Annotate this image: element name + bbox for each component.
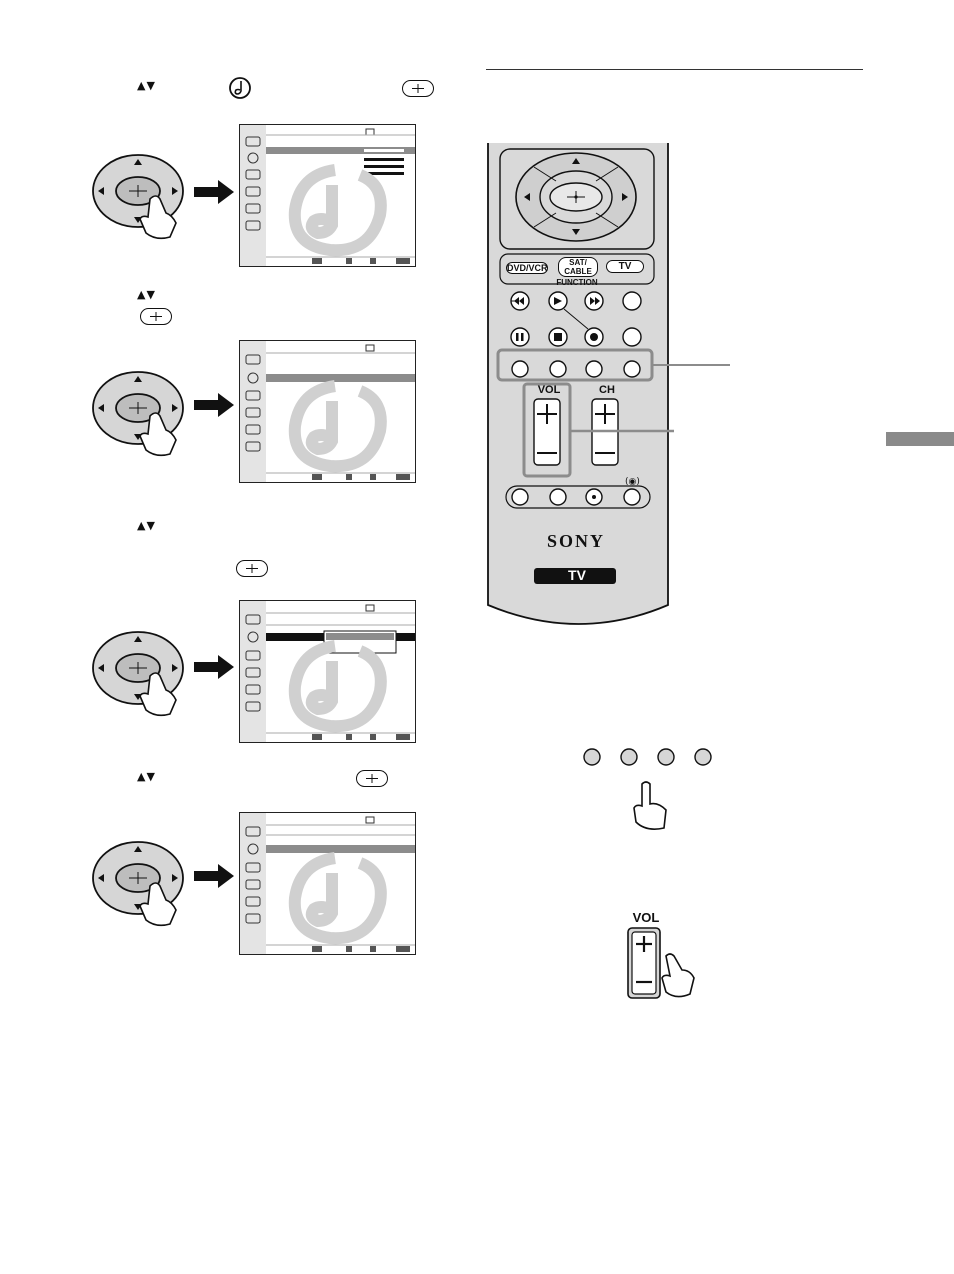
chapter-tab	[886, 432, 954, 446]
ch-label: CH	[599, 384, 615, 396]
vol-label: VOL	[537, 384, 561, 396]
joystick-press-illustration	[92, 154, 184, 240]
enter-button-icon	[236, 560, 268, 577]
vol-detail-label: VOL	[632, 910, 660, 925]
tv-in-icon: (◉)	[625, 477, 640, 487]
step3-arrow-keys: ▲▼	[137, 519, 156, 532]
right-arrow	[194, 864, 234, 888]
tv-badge: TV	[568, 567, 586, 583]
audio-menu-screen	[239, 812, 416, 955]
enter-button-icon	[140, 308, 172, 325]
remote-control	[487, 143, 674, 625]
callout-line	[652, 364, 730, 366]
enter-button-icon	[402, 80, 434, 97]
right-arrow	[194, 180, 234, 204]
section-rule	[486, 69, 863, 70]
sony-logo: SONY	[546, 531, 605, 551]
joystick-press-illustration	[92, 371, 184, 457]
step1-arrow-keys: ▲▼	[137, 79, 156, 92]
right-arrow	[194, 655, 234, 679]
joystick-press-illustration	[92, 631, 184, 717]
color-buttons-detail	[583, 748, 712, 830]
step4-arrow-keys: ▲▼	[137, 770, 156, 783]
function-label: FUNCTION	[556, 278, 598, 287]
step2-arrow-keys: ▲▼	[137, 288, 156, 301]
sat-cable-button: SAT/ CABLE	[558, 257, 598, 277]
enter-button-icon	[356, 770, 388, 787]
right-arrow	[194, 393, 234, 417]
audio-menu-screen	[239, 340, 416, 483]
tv-mode-button: TV	[606, 260, 644, 273]
vol-button-detail	[627, 927, 695, 999]
audio-menu-icon	[229, 77, 251, 99]
audio-menu-screen	[239, 124, 416, 267]
joystick-press-illustration	[92, 841, 184, 927]
audio-menu-screen	[239, 600, 416, 743]
dvd-vcr-button: DVD/VCR	[506, 262, 548, 274]
